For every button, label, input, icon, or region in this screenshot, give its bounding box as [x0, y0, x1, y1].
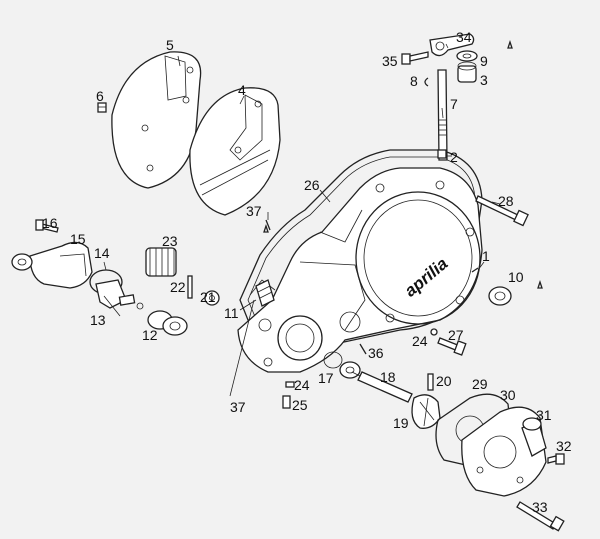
- part-16-screw: [35, 219, 59, 233]
- label-part-9: 9: [480, 53, 488, 69]
- part-33-bolt: [516, 501, 565, 532]
- label-part-2: 2: [450, 149, 458, 165]
- label-part-33: 33: [532, 499, 548, 515]
- label-part-1: 1: [482, 248, 490, 264]
- label-part-34: 34: [456, 29, 472, 45]
- part-23-gear: [145, 247, 177, 277]
- label-part-17: 17: [318, 370, 334, 386]
- part-12-bearings: [147, 310, 188, 336]
- label-part-5: 5: [166, 37, 174, 53]
- part-37-marker-top: [265, 219, 271, 231]
- label-part-16: 16: [42, 215, 58, 231]
- part-28-bolt: [475, 195, 529, 227]
- label-part-25: 25: [292, 397, 308, 413]
- part-5-disc-plate: [111, 51, 202, 189]
- leader-lines: [103, 43, 501, 397]
- label-part-37-upper: 37: [246, 203, 262, 219]
- label-part-10: 10: [508, 269, 524, 285]
- label-part-24-lower: 24: [294, 377, 310, 393]
- clutch-cover: [237, 167, 483, 373]
- part-11-fitting: [255, 279, 275, 307]
- part-32-screw: [547, 453, 565, 465]
- part-13-thermostat: [95, 279, 144, 310]
- label-part-13: 13: [90, 312, 106, 328]
- label-part-19: 19: [393, 415, 409, 431]
- part-31-outlet: [521, 417, 547, 457]
- label-part-11: 11: [224, 305, 239, 321]
- part-25-screw: [282, 395, 291, 409]
- part-19-impeller: [411, 394, 441, 429]
- label-part-29: 29: [472, 376, 488, 392]
- label-part-21: 21: [200, 289, 216, 305]
- part-17-ring: [323, 351, 343, 369]
- part-17-seal: [339, 361, 361, 379]
- label-part-35: 35: [382, 53, 398, 69]
- label-part-22: 22: [170, 279, 186, 295]
- label-part-14: 14: [94, 245, 110, 261]
- part-4-disc-plate: [189, 87, 281, 216]
- label-part-4: 4: [238, 82, 246, 98]
- part-15-thermostat-housing: [11, 241, 93, 289]
- part-21-washer: [204, 290, 220, 306]
- label-part-12: 12: [142, 327, 158, 343]
- part-3-bushing: [457, 61, 477, 83]
- part-22-pin: [187, 275, 193, 299]
- label-part-26: 26: [304, 177, 320, 193]
- part-24-pin-lower: [285, 381, 295, 388]
- label-part-15: 15: [70, 231, 86, 247]
- part-20-pin: [427, 373, 434, 391]
- label-part-6: 6: [96, 88, 104, 104]
- label-part-32: 32: [556, 438, 572, 454]
- label-part-23: 23: [162, 233, 178, 249]
- label-part-37-lower: 37: [230, 399, 246, 415]
- label-part-20: 20: [436, 373, 452, 389]
- part-36-pin: [359, 343, 367, 355]
- part-labels: 1 2 3 4 5 6 7 8 9 10 11 12 13 14 15 16 1…: [42, 29, 572, 515]
- part-9-seal: [456, 50, 478, 62]
- label-part-27: 27: [448, 327, 464, 343]
- part-2-pin: [437, 149, 447, 159]
- part-8-clip: [424, 77, 429, 87]
- label-part-3: 3: [480, 72, 488, 88]
- part-1-marker: [471, 267, 479, 273]
- part-34-lever: [429, 33, 475, 57]
- label-part-28: 28: [498, 193, 514, 209]
- label-part-7: 7: [450, 96, 458, 112]
- part-18-shaft: [357, 371, 413, 403]
- label-part-36: 36: [368, 345, 384, 361]
- part-6-screw: [97, 102, 107, 113]
- part-35-bolt: [401, 51, 429, 65]
- droplet-markers: [263, 39, 543, 289]
- part-27-bolt: [437, 337, 467, 356]
- label-part-18: 18: [380, 369, 396, 385]
- label-part-31: 31: [536, 407, 552, 423]
- part-24-pin: [430, 328, 438, 336]
- part-10-seal-ring: [488, 286, 512, 306]
- label-part-8: 8: [410, 73, 418, 89]
- label-part-24-upper: 24: [412, 333, 428, 349]
- label-part-30: 30: [500, 387, 516, 403]
